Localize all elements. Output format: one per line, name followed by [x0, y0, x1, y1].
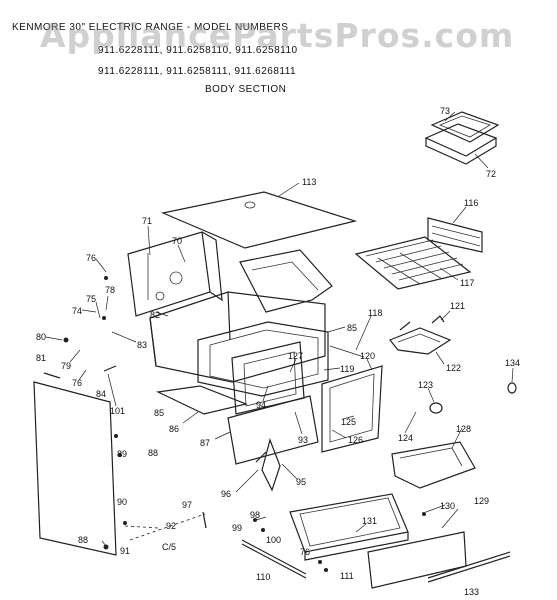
part-label-129: 129	[474, 496, 489, 506]
oven-door-gasket-part	[321, 365, 383, 453]
part-label-99: 99	[232, 523, 242, 533]
part-label-111: 111	[340, 571, 354, 581]
part-label-75: 75	[86, 294, 96, 304]
part-label-96: 96	[221, 489, 231, 499]
part-label-123: 123	[418, 380, 433, 390]
part-label-89: 89	[117, 449, 127, 459]
part-label-125: 125	[341, 417, 356, 427]
part-label-71: 71	[142, 216, 152, 226]
model-numbers-line-2: 911.6228111, 911.6258110, 911.6258110	[98, 45, 298, 56]
part-label-95: 95	[296, 477, 306, 487]
part-label-76: 76	[300, 547, 310, 557]
part-label-126: 126	[348, 435, 363, 445]
part-label-93: 93	[298, 435, 308, 445]
part-label-122: 122	[446, 363, 461, 373]
drawer-front-part	[367, 531, 467, 589]
part-label-117: 117	[460, 278, 474, 288]
screw-fasteners	[63, 276, 426, 572]
part-label-73: 73	[440, 106, 450, 116]
part-label-94: 94	[256, 400, 266, 410]
door-hinge-part	[261, 438, 281, 492]
part-label-72: 72	[486, 169, 496, 179]
part-label-78: 78	[105, 285, 115, 295]
part-label-85: 85	[347, 323, 357, 333]
part-label-83: 83	[137, 340, 147, 350]
knob-part	[507, 382, 517, 394]
part-label-76: 76	[72, 378, 82, 388]
oven-rack-part	[354, 236, 472, 290]
rear-panel-part	[127, 231, 211, 317]
part-label-119: 119	[340, 364, 354, 374]
part-label-134: 134	[505, 358, 520, 368]
diagram-code: C/5	[162, 542, 176, 552]
part-label-100: 100	[266, 535, 281, 545]
part-label-121: 121	[450, 301, 465, 311]
range-body-part	[149, 249, 333, 415]
part-label-127: 127	[288, 351, 303, 361]
part-label-124: 124	[398, 433, 413, 443]
part-label-88: 88	[148, 448, 158, 458]
part-label-128: 128	[456, 424, 471, 434]
part-number-labels: 73 72 113 116 117 71 70 76 78 74 75 82 8…	[36, 106, 520, 597]
part-label-81: 81	[36, 353, 46, 363]
part-label-79: 79	[61, 361, 71, 371]
bake-element-part	[389, 321, 452, 355]
part-label-84: 84	[96, 389, 106, 399]
part-label-92: 92	[166, 521, 176, 531]
part-label-91: 91	[120, 546, 130, 556]
part-label-70: 70	[172, 236, 182, 246]
storage-drawer-part	[289, 493, 409, 561]
part-label-130: 130	[440, 501, 455, 511]
part-label-113: 113	[302, 177, 316, 187]
part-label-82: 82	[150, 310, 160, 320]
part-label-76: 76	[86, 253, 96, 263]
part-label-74: 74	[72, 306, 82, 316]
cooktop-part	[161, 191, 358, 249]
diagram-title-line-1: KENMORE 30" ELECTRIC RANGE - MODEL NUMBE…	[12, 22, 289, 33]
part-label-80: 80	[36, 332, 46, 342]
part-label-86: 86	[169, 424, 179, 434]
part-label-110: 110	[256, 572, 270, 582]
leader-lines	[45, 111, 514, 547]
model-numbers-line-3: 911.6228111, 911.6258111, 911.6268111	[98, 66, 297, 77]
oven-rack-panel-part	[427, 217, 483, 253]
part-label-131: 131	[362, 516, 377, 526]
side-panel-part	[33, 381, 117, 556]
part-label-101: 101	[110, 406, 125, 416]
part-label-90: 90	[117, 497, 127, 507]
broiler-pan-part	[424, 111, 500, 165]
door-frame-part	[227, 395, 319, 465]
section-title: BODY SECTION	[205, 84, 287, 95]
part-label-98: 98	[250, 510, 260, 520]
broil-element-part	[391, 441, 476, 489]
part-label-87: 87	[200, 438, 210, 448]
part-label-88: 88	[78, 535, 88, 545]
part-label-133: 133	[464, 587, 479, 597]
part-label-85: 85	[154, 408, 164, 418]
part-label-120: 120	[360, 351, 375, 361]
part-label-116: 116	[464, 198, 478, 208]
part-label-97: 97	[182, 500, 192, 510]
part-label-118: 118	[368, 308, 382, 318]
assembly-dashed-line	[124, 525, 159, 529]
